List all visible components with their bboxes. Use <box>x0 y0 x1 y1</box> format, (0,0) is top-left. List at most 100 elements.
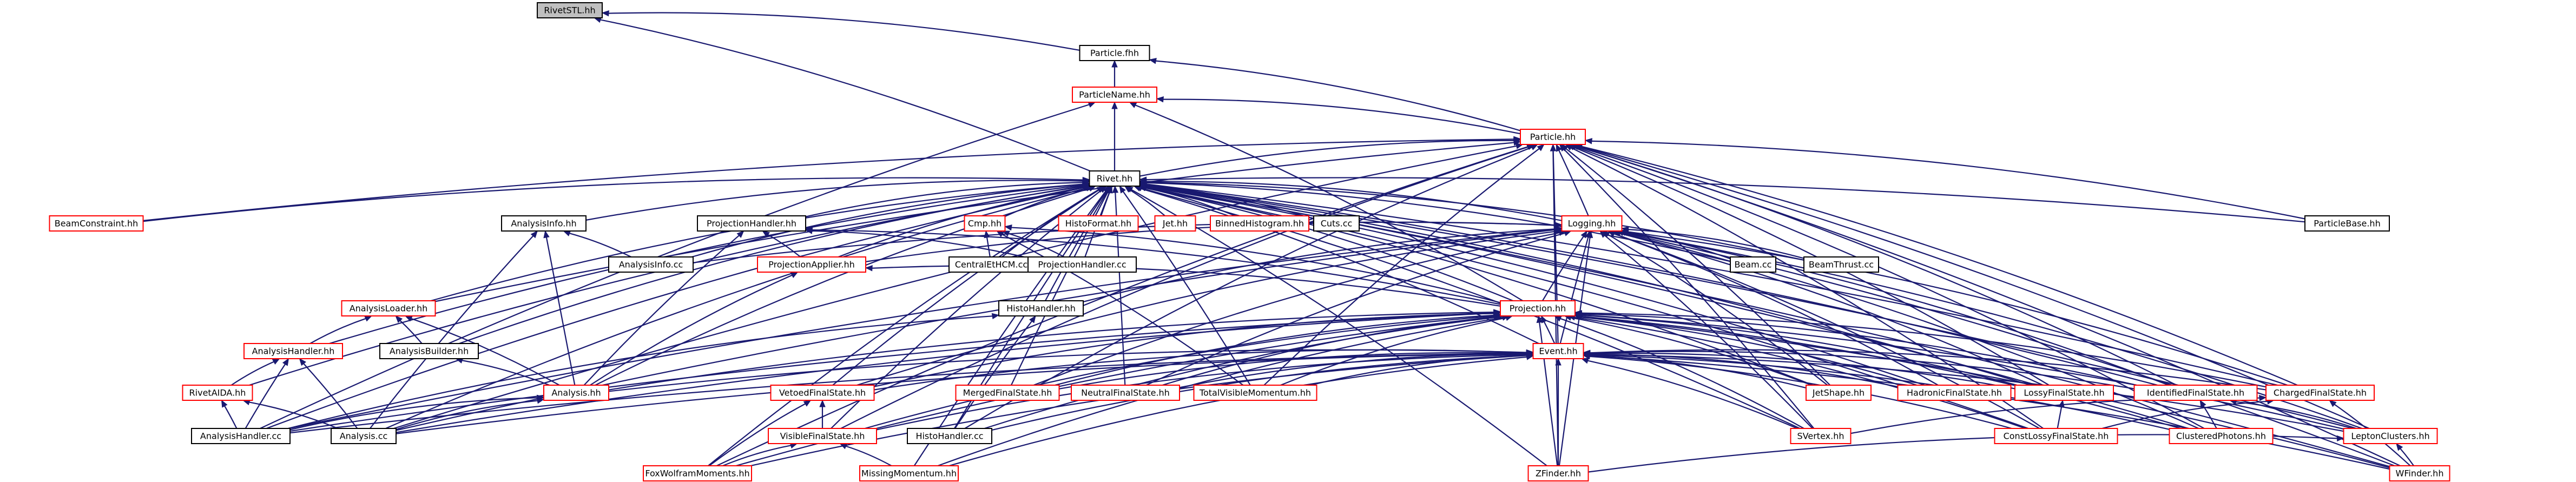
node-missingmomentum[interactable]: MissingMomentum.hh <box>859 465 959 481</box>
node-analysis-cc[interactable]: Analysis.cc <box>331 428 397 444</box>
edge-line <box>224 406 238 429</box>
node-projectionapplier[interactable]: ProjectionApplier.hh <box>757 256 866 273</box>
edge-zfinder-to-event <box>1555 358 1562 466</box>
edge-line <box>1573 147 2050 386</box>
node-projectionhandler-cc[interactable]: ProjectionHandler.cc <box>1027 256 1137 273</box>
node-neutralfinalstate[interactable]: NeutralFinalState.hh <box>1071 385 1180 401</box>
node-box <box>501 215 587 232</box>
edge-analysis_hh-to-projectionhandler <box>583 230 745 386</box>
edge-line <box>986 237 991 257</box>
arrow-head <box>819 399 826 407</box>
arrow-head <box>536 398 545 404</box>
edge-line <box>1581 314 2344 430</box>
arrow-head <box>2329 400 2337 407</box>
node-particle-fhh[interactable]: Particle.fhh <box>1079 45 1150 61</box>
arrow-head <box>1103 185 1110 194</box>
arrow-head <box>1554 222 1563 228</box>
node-wfinder[interactable]: WFinder.hh <box>2389 465 2450 481</box>
node-particle[interactable]: Particle.hh <box>1520 129 1586 145</box>
arrow-head <box>1560 144 1569 151</box>
edge-line <box>329 184 1083 345</box>
node-leptonclusters[interactable]: LeptonClusters.hh <box>2343 428 2438 444</box>
node-jetshape[interactable]: JetShape.hh <box>1806 385 1872 401</box>
node-rivetaida[interactable]: RivetAIDA.hh <box>182 385 253 401</box>
node-analysisinfo-cc[interactable]: AnalysisInfo.cc <box>608 256 694 273</box>
node-histohandler-hh[interactable]: HistoHandler.hh <box>998 300 1084 316</box>
arrow-head <box>364 315 372 322</box>
node-layer: RivetSTL.hhParticle.fhhParticleName.hhPa… <box>49 2 2450 481</box>
node-label: HistoFormat.hh <box>1065 219 1132 229</box>
node-box <box>1193 385 1317 401</box>
node-hadronicfinalstate[interactable]: HadronicFinalState.hh <box>1897 385 2012 401</box>
node-beam[interactable]: Beam.cc <box>1730 256 1776 273</box>
edge-line <box>230 361 274 386</box>
arrow-head <box>282 358 289 366</box>
node-analysisinfo-hh[interactable]: AnalysisInfo.hh <box>501 215 587 232</box>
edge-line <box>1587 360 1798 430</box>
node-box <box>2133 385 2258 401</box>
node-projection[interactable]: Projection.hh <box>1500 300 1576 316</box>
node-identifiedfinalstate[interactable]: IdentifiedFinalState.hh <box>2133 385 2258 401</box>
arrow-head <box>1156 96 1164 103</box>
edge-line <box>585 180 1083 221</box>
node-vetoedfinalstate[interactable]: VetoedFinalState.hh <box>770 385 875 401</box>
edge-centralethcm-to-cmp <box>984 230 991 257</box>
node-box <box>1730 256 1776 273</box>
node-jet[interactable]: Jet.hh <box>1154 215 1196 232</box>
arrow-head <box>1139 182 1147 189</box>
node-binnedhistogram[interactable]: BinnedHistogram.hh <box>1210 215 1309 232</box>
node-rivet[interactable]: Rivet.hh <box>1089 170 1141 187</box>
node-box <box>964 215 1006 232</box>
node-svertex[interactable]: SVertex.hh <box>1790 428 1852 444</box>
node-mergedfinalstate[interactable]: MergedFinalState.hh <box>955 385 1060 401</box>
node-chargedfinalstate[interactable]: ChargedFinalState.hh <box>2265 385 2375 401</box>
node-totalvisiblemomentum[interactable]: TotalVisibleMomentum.hh <box>1193 385 1317 401</box>
node-particlename[interactable]: ParticleName.hh <box>1072 87 1157 103</box>
node-box <box>537 2 603 18</box>
node-event[interactable]: Event.hh <box>1532 343 1584 359</box>
node-label: ChargedFinalState.hh <box>2274 388 2367 398</box>
edge-line <box>1146 177 2305 223</box>
node-beamconstraint[interactable]: BeamConstraint.hh <box>49 215 144 232</box>
edge-line <box>1607 234 1828 386</box>
node-cuts[interactable]: Cuts.cc <box>1313 215 1360 232</box>
node-zfinder[interactable]: ZFinder.hh <box>1527 465 1589 481</box>
node-analysishandler-hh[interactable]: AnalysisHandler.hh <box>243 343 343 359</box>
edge-line <box>1558 150 1589 216</box>
node-histoformat[interactable]: HistoFormat.hh <box>1058 215 1139 232</box>
node-clusteredphotons[interactable]: ClusteredPhotons.hh <box>2169 428 2274 444</box>
node-particlebase[interactable]: ParticleBase.hh <box>2304 215 2390 232</box>
arrow-head <box>1574 313 1583 320</box>
node-projectionhandler[interactable]: ProjectionHandler.hh <box>697 215 806 232</box>
node-box <box>331 428 397 444</box>
node-analysishandler-cc[interactable]: AnalysisHandler.cc <box>191 428 291 444</box>
node-label: HistoHandler.cc <box>915 431 983 441</box>
node-analysis-hh[interactable]: Analysis.hh <box>543 385 609 401</box>
node-box <box>757 256 866 273</box>
node-foxwolframmoments[interactable]: FoxWolframMoments.hh <box>643 465 752 481</box>
edge-line <box>1590 354 2170 430</box>
edge-line <box>1129 189 1165 216</box>
edge-rivet-to-particlename <box>1111 101 1118 171</box>
node-logging[interactable]: Logging.hh <box>1561 215 1623 232</box>
edge-line <box>430 183 1083 302</box>
node-box <box>2169 428 2274 444</box>
node-box <box>243 343 343 359</box>
edge-line <box>1146 181 1562 221</box>
node-visiblefinalstate[interactable]: VisibleFinalState.hh <box>768 428 877 444</box>
node-beamthrust[interactable]: BeamThrust.cc <box>1803 256 1879 273</box>
node-label: AnalysisBuilder.hh <box>390 346 469 356</box>
edge-particle_fhh-to-rivetstl <box>601 10 1080 51</box>
node-box <box>608 256 694 273</box>
node-analysisloader[interactable]: AnalysisLoader.hh <box>341 300 436 316</box>
node-histohandler-cc[interactable]: HistoHandler.cc <box>907 428 992 444</box>
edge-line <box>396 353 1527 434</box>
node-constlossyfinalstate[interactable]: ConstLossyFinalState.hh <box>1994 428 2118 444</box>
arrow-head <box>1554 227 1563 233</box>
arrow-head <box>1112 185 1119 193</box>
node-lossyfinalstate[interactable]: LossyFinalState.hh <box>2014 385 2114 401</box>
node-cmp[interactable]: Cmp.hh <box>964 215 1006 232</box>
node-centralethcm[interactable]: CentralEtHCM.cc <box>948 256 1034 273</box>
node-analysisbuilder[interactable]: AnalysisBuilder.hh <box>379 343 479 359</box>
edge-line <box>1146 182 1731 262</box>
